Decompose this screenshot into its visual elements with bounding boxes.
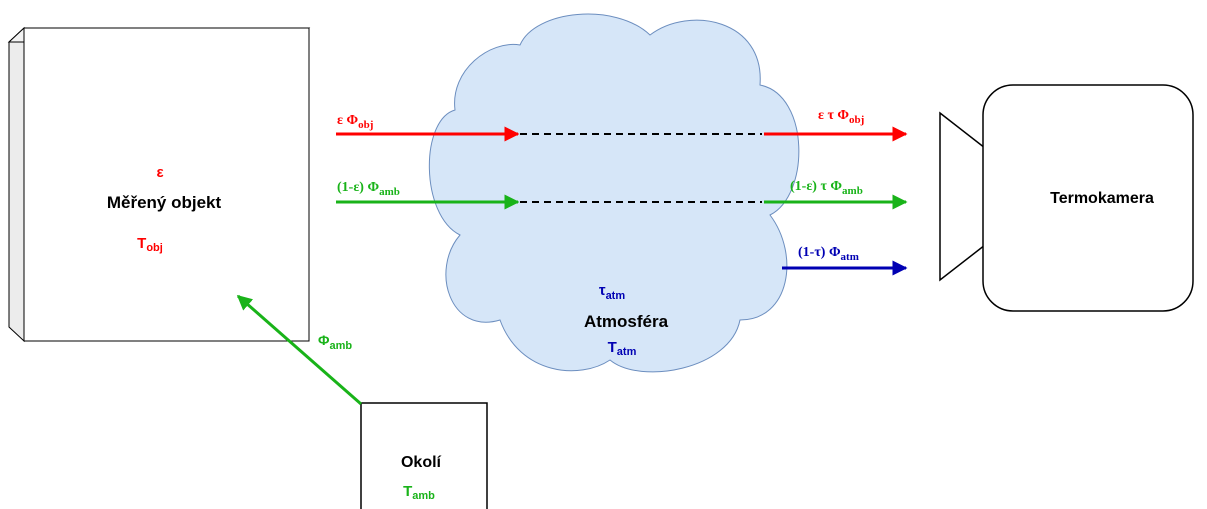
flux-label-in-obj: ε Φobj — [337, 113, 373, 131]
object-temperature: Tobj — [137, 235, 163, 254]
camera-title: Termokamera — [1050, 190, 1154, 207]
flux-label-amb-to-obj: Φamb — [318, 332, 352, 352]
object-title: Měřený objekt — [107, 193, 222, 212]
atmosphere-title: Atmosféra — [584, 312, 669, 331]
surroundings-title: Okolí — [401, 454, 442, 471]
flux-label-in-amb: (1-ε) Φamb — [337, 180, 400, 198]
surroundings-box — [360, 402, 488, 509]
atmosphere-transmittance: τatm — [599, 282, 625, 302]
object-emissivity: ε — [156, 164, 163, 181]
flux-label-out-obj: ε τ Φobj — [818, 108, 864, 126]
atmosphere-cloud — [428, 13, 800, 373]
surroundings-temperature: Tamb — [403, 483, 435, 502]
camera-icon — [939, 84, 1194, 312]
measured-object-box — [7, 26, 311, 343]
flux-label-out-atm: (1-τ) Φatm — [798, 245, 859, 263]
surroundings-to-object-arrow — [236, 294, 362, 406]
flux-label-out-amb: (1-ε) τ Φamb — [790, 179, 863, 197]
atmosphere-temperature: Tatm — [608, 339, 637, 358]
